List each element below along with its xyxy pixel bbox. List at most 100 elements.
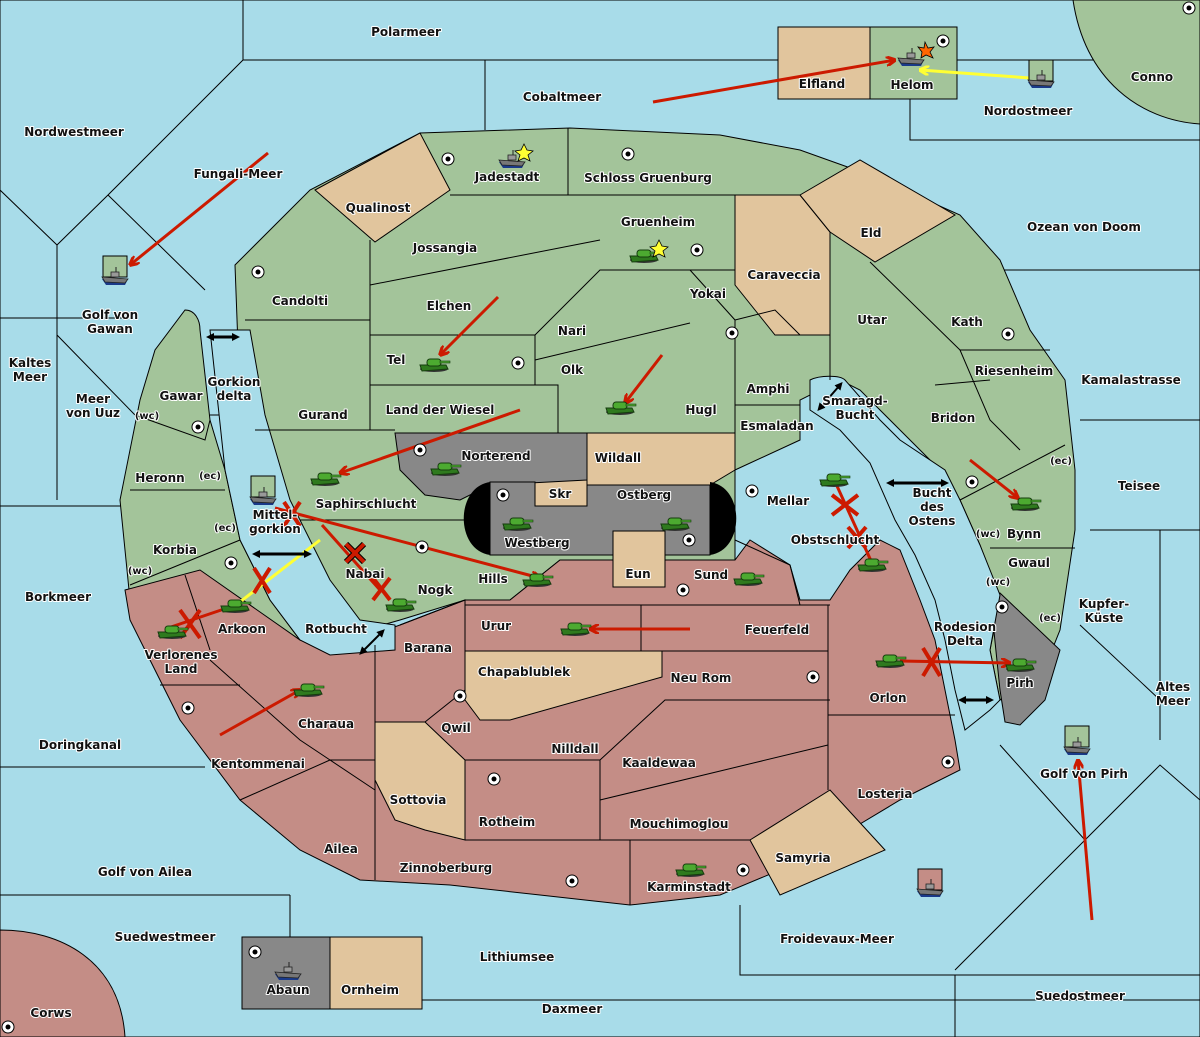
territory-label: Ozean von Doom xyxy=(1027,220,1141,234)
coast-label: (ec) xyxy=(1050,456,1072,467)
territory-label: Borkmeer xyxy=(25,590,91,604)
supply-center-icon xyxy=(676,583,690,597)
territory-samyria[interactable] xyxy=(749,789,886,896)
coast-label: (wc) xyxy=(128,566,152,577)
adjacency-arrows xyxy=(206,333,994,704)
territory-label: Jadestadt xyxy=(474,170,540,184)
move-arrow xyxy=(969,458,1018,498)
territory-corws[interactable] xyxy=(0,929,126,1037)
territory-label: Zinnoberburg xyxy=(400,861,492,875)
territory-conno[interactable] xyxy=(1072,0,1200,125)
territory-label: Corws xyxy=(30,1006,71,1020)
territory-label: Obstschlucht xyxy=(791,533,880,547)
territory-label: Neu Rom xyxy=(671,671,732,685)
supply-center-icon xyxy=(565,874,579,888)
star-icon xyxy=(649,239,669,258)
territory-label: Hills xyxy=(478,572,508,586)
continent xyxy=(119,127,1076,906)
territory-label: Cobaltmeer xyxy=(523,90,601,104)
territory-label: Conno xyxy=(1131,70,1173,84)
supply-center-icon xyxy=(995,600,1009,614)
coast-labels: (wc)(ec)(ec)(wc)(ec)(wc)(wc)(ec) xyxy=(127,410,1073,625)
territory-label: Amphi xyxy=(746,382,789,396)
supply-center-icon xyxy=(941,755,955,769)
supply-center-icon xyxy=(690,243,704,257)
territory-label: Elchen xyxy=(427,299,472,313)
territory-label: Jossangia xyxy=(412,241,477,255)
territory-label: Gruenheim xyxy=(621,215,695,229)
territory-label: Losteria xyxy=(857,787,912,801)
supply-center-icon xyxy=(496,488,510,502)
supply-center-icon xyxy=(1,1020,15,1034)
territory-label: Qualinost xyxy=(346,201,411,215)
territory-label: Eun xyxy=(625,567,650,581)
sea-bucht-des-ostens[interactable] xyxy=(809,375,1001,731)
territory-label: Tel xyxy=(387,353,406,367)
territory-label: Suedostmeer xyxy=(1035,989,1125,1003)
cross-icon xyxy=(846,525,868,550)
supply-center-icon xyxy=(936,34,950,48)
territory-label: Sottovia xyxy=(390,793,447,807)
supply-center-icon xyxy=(965,475,979,489)
coast-label: (wc) xyxy=(986,577,1010,588)
supply-center-icon xyxy=(181,701,195,715)
territory-eld[interactable] xyxy=(799,159,956,263)
territory-label: Sund xyxy=(694,568,728,582)
territory-label: Ornheim xyxy=(341,983,399,997)
supply-center-icon xyxy=(621,147,635,161)
territory-eun[interactable] xyxy=(612,530,666,588)
territory-label: Fungali-Meer xyxy=(194,167,283,181)
supply-center-icon xyxy=(725,326,739,340)
cross-icon xyxy=(921,646,942,678)
territory-label: Heronn xyxy=(135,471,184,485)
move-arrow xyxy=(652,60,895,104)
supply-center-icon xyxy=(224,556,238,570)
territory-label: Arkoon xyxy=(218,622,266,636)
territory-label: Nogk xyxy=(418,583,454,597)
support-arrow xyxy=(920,70,1031,80)
territory-label: Orlon xyxy=(869,691,906,705)
cross-icon xyxy=(371,576,392,602)
territory-label: Ostberg xyxy=(617,488,671,502)
territory-label: Teisee xyxy=(1118,479,1160,493)
move-arrow xyxy=(899,661,1010,663)
supply-center-icon xyxy=(736,863,750,877)
territory-label: Froidevaux-Meer xyxy=(780,932,894,946)
explosion-icon xyxy=(917,40,935,59)
territory-label: Norterend xyxy=(461,449,530,463)
coast-label: (ec) xyxy=(214,523,236,534)
move-arrow xyxy=(274,506,540,578)
territory-label: Feuerfeld xyxy=(745,623,810,637)
territory-ornheim[interactable] xyxy=(329,936,423,1010)
territory-label: Lithiumsee xyxy=(480,950,555,964)
territory-label: Pirh xyxy=(1006,676,1033,690)
territory-label: Saphirschlucht xyxy=(316,497,417,511)
territory-label: Candolti xyxy=(272,294,328,308)
territory-label: Mellar xyxy=(767,494,809,508)
territory-elfland[interactable] xyxy=(777,26,871,100)
territory-label: Westberg xyxy=(504,536,569,550)
cut-markers xyxy=(178,493,942,678)
territory-qualinost[interactable] xyxy=(314,132,451,243)
sea-mittelgorkion[interactable] xyxy=(209,329,396,656)
territory-label: Polarmeer xyxy=(371,25,441,39)
double-arrow-icon xyxy=(359,629,385,655)
territory-label: Karminstadt xyxy=(647,880,731,894)
cross-icon xyxy=(830,493,860,517)
territory-sottovia[interactable] xyxy=(374,721,466,841)
territory-label: Nari xyxy=(558,324,586,338)
supply-center-icon xyxy=(487,772,501,786)
territory-label: Rotbucht xyxy=(305,622,367,636)
territory-label: Nordostmeer xyxy=(984,104,1073,118)
territory-label: Suedwestmeer xyxy=(115,930,216,944)
territory-label: Land der Wiesel xyxy=(386,403,495,417)
supply-center-icon xyxy=(248,945,262,959)
cross-icon xyxy=(343,541,367,565)
cross-icon xyxy=(282,500,302,528)
coast-label: (wc) xyxy=(976,529,1000,540)
territory-label: Golf von Ailea xyxy=(98,865,192,879)
